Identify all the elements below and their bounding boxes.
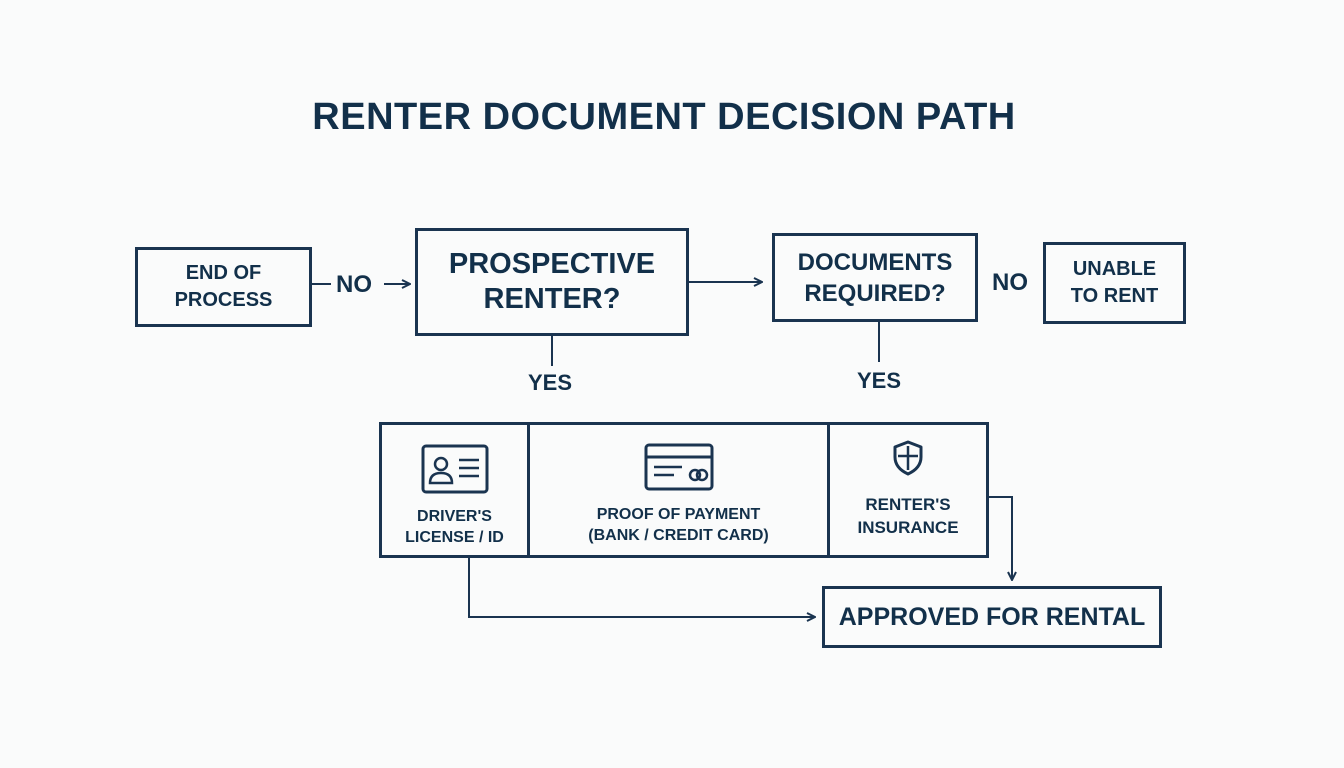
node-documents-line2: REQUIRED? [804,279,946,307]
node-prospective-renter: PROSPECTIVE RENTER? [415,228,689,336]
node-end-line1: END OF [185,262,262,284]
edge-label-yes-right: YES [857,368,902,393]
node-prospective-line2: RENTER? [483,283,621,315]
document-proof-of-payment: PROOF OF PAYMENT (BANK / CREDIT CARD) [530,425,827,555]
document-license-line2: LICENSE / ID [405,529,504,546]
node-approved-for-rental: APPROVED FOR RENTAL [822,586,1162,648]
document-renters-insurance: RENTER'S INSURANCE [830,425,986,555]
node-approved-label: APPROVED FOR RENTAL [838,602,1146,631]
diagram-title: RENTER DOCUMENT DECISION PATH [312,96,1016,138]
document-payment-line2: (BANK / CREDIT CARD) [588,527,769,544]
edge-insurance-to-approved [989,496,1012,580]
document-insurance-line2: INSURANCE [857,518,959,537]
document-license-line1: DRIVER'S [417,508,492,525]
node-unable-line2: TO RENT [1070,285,1159,307]
node-unable-to-rent: UNABLE TO RENT [1043,242,1186,324]
node-documents-line1: DOCUMENTS [797,248,953,276]
id-card-icon [421,444,489,496]
credit-card-icon [644,443,714,495]
node-prospective-line1: PROSPECTIVE [448,248,656,280]
document-payment-line1: PROOF OF PAYMENT [596,506,761,523]
node-end-line2: PROCESS [174,289,273,311]
shield-icon [892,440,924,478]
row-divider [827,425,830,555]
node-unable-line1: UNABLE [1072,258,1157,280]
edge-label-yes-left: YES [528,370,573,395]
row-divider [527,425,530,555]
edge-label-no-right: NO [992,269,1028,296]
document-drivers-license: DRIVER'S LICENSE / ID [382,425,527,555]
node-end-of-process: END OF PROCESS [135,247,312,327]
document-insurance-line1: RENTER'S [865,495,951,514]
edge-license-to-approved [468,558,815,617]
required-documents-row: DRIVER'S LICENSE / ID PROOF OF PAYMENT (… [379,422,989,558]
node-documents-required: DOCUMENTS REQUIRED? [772,233,978,322]
edge-label-no-left: NO [336,271,372,298]
